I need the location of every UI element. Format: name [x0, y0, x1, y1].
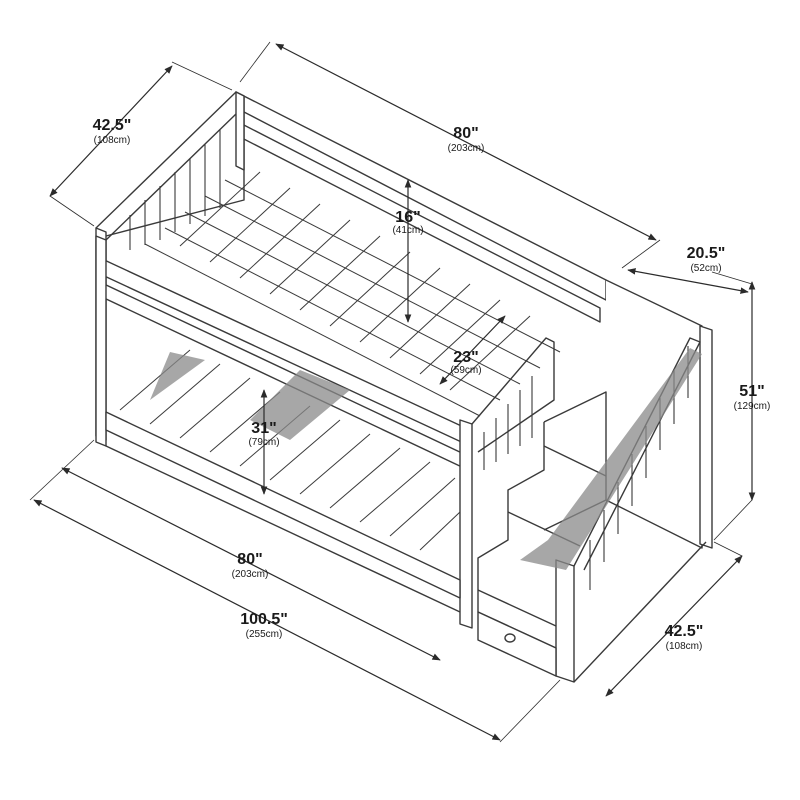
- ladder-gap-cm: (59cm): [450, 365, 481, 376]
- label-bed-length: 80" (203cm): [232, 551, 269, 580]
- top-depth-cm: (108cm): [94, 135, 131, 146]
- dimension-lines: [29, 41, 756, 743]
- label-total-height: 51" (129cm): [734, 383, 771, 412]
- clearance-inches: 31": [251, 420, 276, 437]
- stair-depth-cm: (52cm): [690, 263, 721, 274]
- total-length-cm: (255cm): [246, 629, 283, 640]
- bottom-depth-cm: (108cm): [666, 641, 703, 652]
- dimension-labels: 42.5" (108cm) 80" (203cm) 20.5" (52cm) 1…: [93, 117, 771, 652]
- label-clearance: 31" (79cm): [248, 420, 279, 448]
- total-length-inches: 100.5": [240, 611, 288, 628]
- label-top-depth: 42.5" (108cm): [93, 117, 132, 146]
- bed-frame: [95, 91, 713, 683]
- stair-depth-inches: 20.5": [687, 245, 726, 262]
- label-bottom-depth: 42.5" (108cm): [665, 623, 704, 652]
- rail-height-inches: 16": [395, 209, 420, 226]
- top-length-inches: 80": [453, 125, 478, 142]
- label-total-length: 100.5" (255cm): [240, 611, 288, 640]
- label-top-length: 80" (203cm): [448, 125, 485, 154]
- top-length-cm: (203cm): [448, 143, 485, 154]
- label-ladder-gap: 23" (59cm): [450, 349, 481, 376]
- bed-length-inches: 80": [237, 551, 262, 568]
- rail-height-cm: (41cm): [392, 225, 423, 236]
- label-stair-depth: 20.5" (52cm): [687, 245, 726, 274]
- bottom-depth-inches: 42.5": [665, 623, 704, 640]
- clearance-cm: (79cm): [248, 437, 279, 448]
- ladder-gap-inches: 23": [453, 349, 478, 366]
- total-height-cm: (129cm): [734, 401, 771, 412]
- label-rail-height: 16" (41cm): [392, 209, 423, 236]
- top-depth-inches: 42.5": [93, 117, 132, 134]
- bed-length-cm: (203cm): [232, 569, 269, 580]
- stair-shading: [150, 348, 702, 570]
- total-height-inches: 51": [739, 383, 764, 400]
